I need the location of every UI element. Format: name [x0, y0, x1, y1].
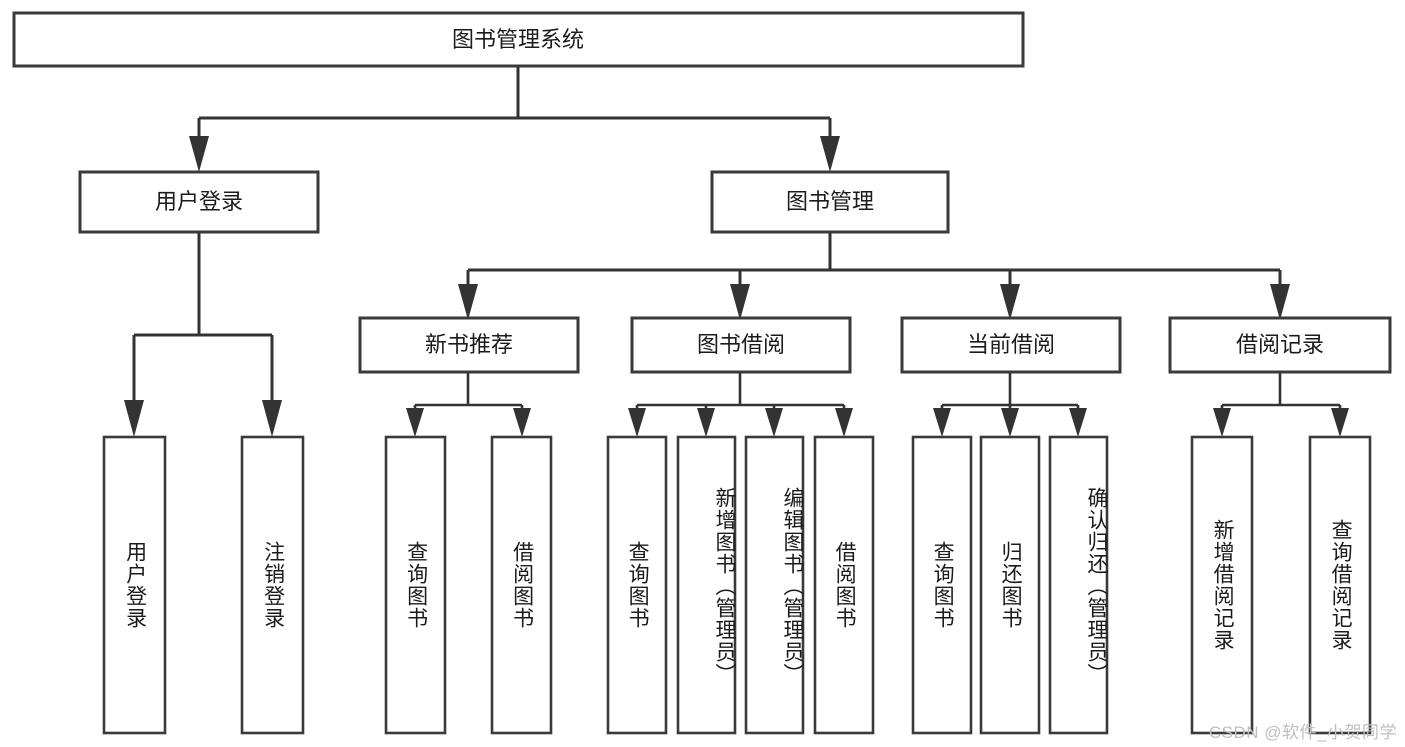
node-leaf-logout[interactable] — [240, 435, 305, 735]
arrow-leaf-query-record — [1331, 408, 1349, 437]
node-borrow-record[interactable] — [1168, 316, 1392, 374]
arrow-new-book-rec — [458, 284, 478, 320]
node-new-book-rec-label: 新书推荐 — [425, 332, 513, 357]
node-leaf-query-book-3[interactable] — [911, 435, 973, 735]
node-layer: 图书管理系统 用户登录 图书管理 新书推荐 图书借阅 当前借阅 借阅记录 — [12, 11, 1392, 735]
node-leaf-query-book-2[interactable] — [606, 435, 668, 735]
arrow-book-borrow — [730, 284, 750, 320]
node-leaf-edit-book[interactable] — [744, 435, 805, 735]
node-current-borrow[interactable] — [900, 316, 1122, 374]
node-leaf-add-book[interactable] — [676, 435, 737, 735]
arrow-leaf-borrow-book-1 — [513, 408, 531, 437]
arrow-leaf-query-book-3 — [933, 408, 951, 437]
node-user-login-label: 用户登录 — [155, 189, 243, 214]
csdn-watermark: CSDN @软件_小贺同学 — [1208, 723, 1397, 742]
node-leaf-add-record[interactable] — [1190, 435, 1254, 735]
node-new-book-rec[interactable] — [358, 316, 580, 374]
arrow-userlogin — [189, 136, 209, 172]
node-leaf-return-book[interactable] — [979, 435, 1041, 735]
arrow-leaf-add-record — [1213, 408, 1231, 437]
node-leaf-borrow-book-1[interactable] — [490, 435, 553, 735]
arrow-leaf-borrow-book-2 — [835, 408, 853, 437]
arrow-leaf-add-book — [697, 408, 715, 437]
node-current-borrow-label: 当前借阅 — [967, 332, 1055, 357]
connector-layer — [124, 66, 1349, 437]
node-root-label: 图书管理系统 — [452, 27, 584, 52]
arrow-borrow-record — [1270, 284, 1290, 320]
node-book-manage-label: 图书管理 — [786, 189, 874, 214]
node-leaf-user-login[interactable] — [102, 435, 167, 735]
node-book-borrow-label: 图书借阅 — [697, 332, 785, 357]
node-user-login[interactable] — [78, 170, 320, 234]
arrow-leaf-query-book-1 — [406, 408, 424, 437]
arrow-leaf-edit-book — [765, 408, 783, 437]
node-root[interactable] — [12, 11, 1025, 68]
arrow-leaf-return-book — [1001, 408, 1019, 437]
node-leaf-query-book-1[interactable] — [384, 435, 447, 735]
node-borrow-record-label: 借阅记录 — [1236, 332, 1324, 357]
node-leaf-borrow-book-2[interactable] — [813, 435, 875, 735]
node-leaf-query-record[interactable] — [1308, 435, 1372, 735]
node-book-manage[interactable] — [710, 170, 950, 234]
node-leaf-confirm-return[interactable] — [1048, 435, 1109, 735]
arrow-leaf-user-login — [124, 400, 144, 437]
node-book-borrow[interactable] — [630, 316, 852, 374]
arrow-leaf-confirm-return — [1069, 408, 1087, 437]
arrow-leaf-query-book-2 — [628, 408, 646, 437]
arrow-bookmanage — [820, 136, 840, 172]
arrow-current-borrow — [1000, 284, 1020, 320]
arrow-leaf-logout — [262, 400, 282, 437]
